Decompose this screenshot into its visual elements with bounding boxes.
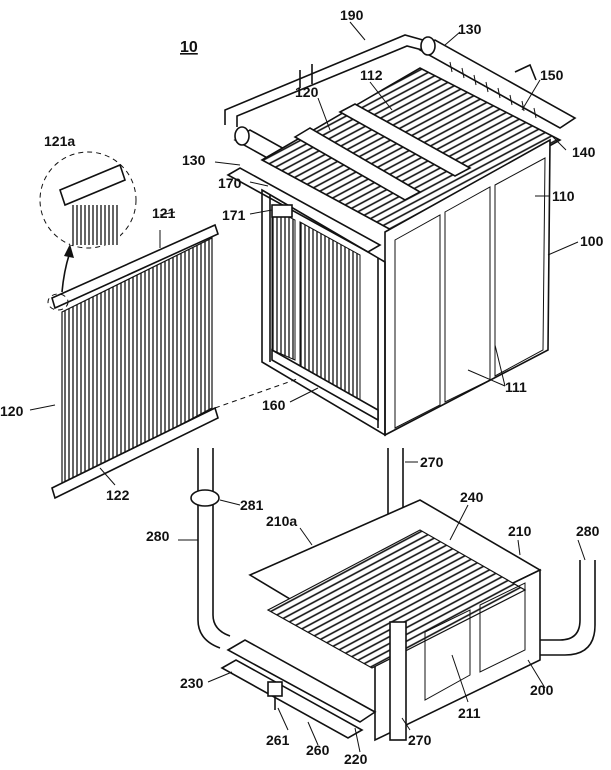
box-front-frame <box>261 188 386 437</box>
label-120: 120 <box>295 84 319 100</box>
membrane-element-120 <box>39 151 301 500</box>
label-150: 150 <box>540 67 564 83</box>
label-280: 280 <box>146 528 170 544</box>
label-120: 120 <box>0 403 24 419</box>
label-280: 280 <box>576 523 600 539</box>
header-pipe-230 <box>226 639 377 723</box>
fitting-261 <box>267 681 283 697</box>
bracket-171 <box>271 204 293 218</box>
membrane-panel-111 <box>394 214 441 429</box>
label-281: 281 <box>240 497 264 513</box>
label-190: 190 <box>340 7 364 23</box>
label-230: 230 <box>180 675 204 691</box>
pipe-280-right <box>540 560 581 641</box>
cross-beam-112 <box>338 103 472 177</box>
label-270: 270 <box>408 732 432 748</box>
connector-row-150 <box>449 61 537 119</box>
label-111: 111 <box>505 379 527 395</box>
leader-lines <box>29 21 586 753</box>
outlet-pipe <box>514 63 537 81</box>
header-end-cap <box>234 126 250 146</box>
reference-labels: 10 190 130 112 150 120 130 140 170 110 1… <box>0 7 604 767</box>
opening-211 <box>424 609 471 701</box>
label-240: 240 <box>460 489 484 505</box>
bottom-header-122 <box>51 406 219 500</box>
lower-tank-200 <box>190 448 596 742</box>
label-121a: 121a <box>44 133 75 149</box>
label-112: 112 <box>360 67 383 83</box>
detail-fibers <box>70 205 120 245</box>
detail-circle <box>39 151 137 249</box>
opening-211 <box>479 582 526 673</box>
label-171: 171 <box>222 207 246 223</box>
label-130: 130 <box>182 152 206 168</box>
label-140: 140 <box>572 144 596 160</box>
label-261: 261 <box>266 732 290 748</box>
upper-module-100 <box>224 34 577 437</box>
fiber-bundle <box>61 237 213 489</box>
label-100: 100 <box>580 233 604 249</box>
pipe-280-left <box>197 448 221 649</box>
pipe-260 <box>220 659 364 739</box>
label-210: 210 <box>508 523 532 539</box>
cross-beam <box>293 127 422 201</box>
detail-arrow <box>61 251 71 293</box>
label-220: 220 <box>344 751 368 765</box>
detail-marker <box>47 293 69 311</box>
label-122: 122 <box>106 487 130 503</box>
coupling-281 <box>190 489 220 507</box>
membrane-panel-111 <box>494 157 546 377</box>
label-200: 200 <box>530 682 554 698</box>
label-160: 160 <box>262 397 286 413</box>
label-121: 121 <box>152 205 176 221</box>
bottom-comb-160 <box>271 348 379 422</box>
assembly-line <box>214 377 301 409</box>
top-header-121 <box>51 223 219 310</box>
label-260: 260 <box>306 742 330 758</box>
top-pipe-190 <box>224 34 431 125</box>
label-110: 110 <box>552 188 575 204</box>
label-130: 130 <box>458 21 482 37</box>
detail-header <box>59 163 126 207</box>
label-270: 270 <box>420 454 444 470</box>
label-210a: 210a <box>266 513 297 529</box>
header-end-cap <box>420 36 436 56</box>
label-211: 211 <box>458 705 481 721</box>
pipe-270-lower <box>389 621 407 741</box>
figure-number: 10 <box>180 39 198 56</box>
pipe-170 <box>226 167 382 253</box>
label-170: 170 <box>218 175 242 191</box>
